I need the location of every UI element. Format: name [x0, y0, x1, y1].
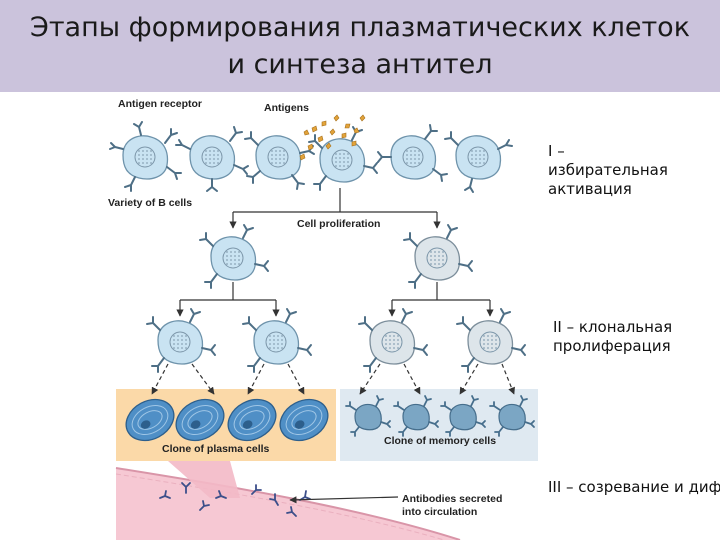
- cell-proliferation-label-bg: [292, 216, 388, 230]
- slide-title: Этапы формирования плазматических клеток…: [29, 12, 691, 80]
- b-cell: [444, 131, 513, 193]
- antibodies-secreted-label: Antibodies secreted: [402, 493, 502, 505]
- secretion-funnel: [168, 461, 240, 498]
- b-cell: [242, 308, 312, 373]
- b-cell-row-variety: [109, 121, 513, 193]
- b-cell-activated: [308, 126, 378, 191]
- variety-of-b-cells-label: Variety of B cells: [108, 197, 192, 209]
- antigen-particles: [299, 114, 366, 161]
- stage-label-maturation-differentiation: III – созревание и дифференцировка: [548, 478, 720, 496]
- b-cell: [377, 124, 448, 182]
- plasma-cell: [279, 398, 329, 442]
- antibody-molecules: [159, 482, 311, 517]
- memory-cell: [393, 395, 439, 437]
- antibody-pointer: [289, 496, 399, 504]
- b-cell: [244, 131, 315, 190]
- plasma-cell: [175, 398, 225, 442]
- b-cell: [109, 121, 182, 192]
- antigen-receptor-label: Antigen receptor: [118, 98, 202, 110]
- b-cell: [199, 224, 269, 289]
- stage-label-clonal-proliferation: II – клональная пролиферация: [553, 318, 673, 355]
- memory-cell: [440, 395, 486, 437]
- cell-proliferation-label: Cell proliferation: [297, 218, 380, 230]
- clone-of-memory-cells-label: Clone of memory cells: [384, 435, 496, 447]
- b-cell: [358, 308, 428, 373]
- title-bar: Этапы формирования плазматических клеток…: [0, 0, 720, 92]
- b-cell: [146, 308, 216, 373]
- plasma-cell-clone: [125, 398, 329, 442]
- stage-label-selective-activation: I – избирательная активация: [548, 142, 668, 198]
- b-cell-row-proliferation: [199, 224, 473, 289]
- plasma-cell: [125, 398, 175, 442]
- memory-cell: [489, 395, 535, 437]
- into-circulation-label: into circulation: [402, 506, 477, 518]
- memory-cell: [345, 395, 391, 437]
- b-cell: [456, 308, 526, 373]
- b-cell-row-clones: [146, 308, 526, 373]
- plasma-cell: [227, 398, 277, 442]
- connector-lines: [176, 188, 494, 317]
- b-cell: [403, 224, 473, 289]
- antigens-label: Antigens: [264, 102, 309, 114]
- b-cell: [175, 126, 249, 192]
- clone-of-plasma-cells-label: Clone of plasma cells: [162, 443, 270, 455]
- differentiation-arrows: [151, 363, 515, 395]
- memory-cell-clone: [345, 395, 535, 437]
